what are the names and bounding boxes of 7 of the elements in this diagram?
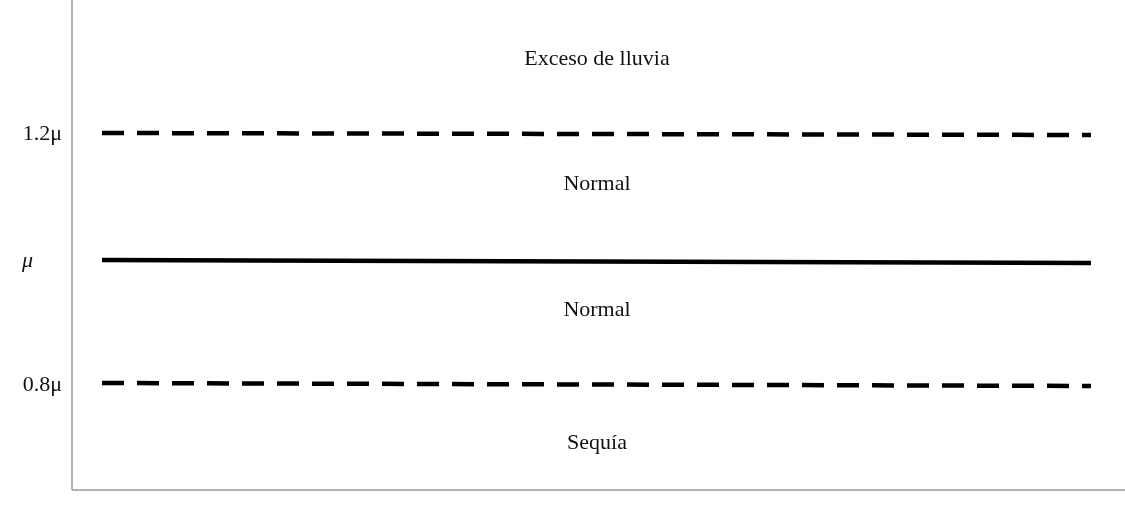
zone-label: Sequía bbox=[567, 431, 627, 453]
zone-label: Normal bbox=[563, 172, 631, 194]
threshold-label: 1.2μ bbox=[22, 122, 62, 144]
zone-label: Normal bbox=[563, 298, 631, 320]
mean-label: μ bbox=[22, 249, 34, 271]
zone-label: Exceso de lluvia bbox=[524, 47, 670, 69]
threshold-label: 0.8μ bbox=[22, 373, 62, 395]
